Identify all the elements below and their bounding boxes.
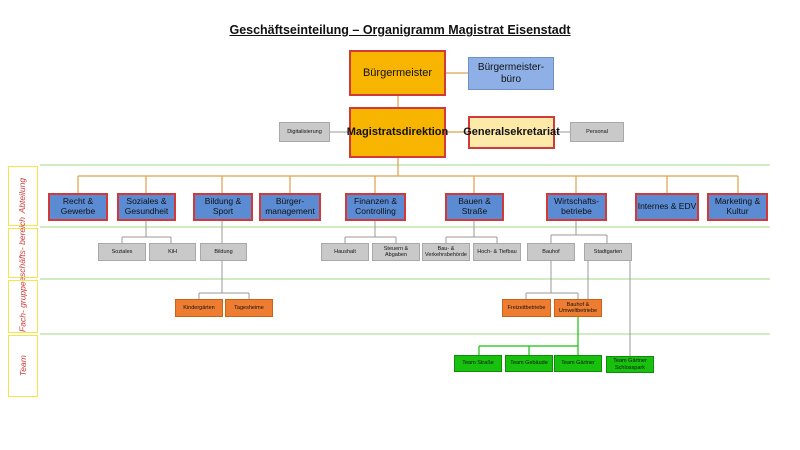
mayor-box: Bürgermeister (349, 50, 446, 96)
business-area-stadtgarten: Stadtgarten (584, 243, 632, 261)
team-gaertner: Team Gärtner (554, 355, 602, 372)
business-area-connectors (121, 131, 631, 356)
level-label-business-area: Geschäfts- bereich (8, 217, 38, 289)
business-area-bau-verkehrsbehoerde: Bau- & Verkehrsbehörde (422, 243, 470, 261)
general-secretariat-box: Generalsekretariat (463, 116, 560, 149)
team-gaertner-schlosspark: Team Gärtner Schlosspark (606, 356, 654, 373)
business-area-kih: KiH (149, 243, 196, 261)
department-internes-edv: Internes & EDV (635, 193, 699, 221)
department-marketing-kultur: Marketing & Kultur (707, 193, 768, 221)
department-recht-gewerbe: Recht & Gewerbe (48, 193, 108, 221)
business-area-haushalt: Haushalt (321, 243, 369, 261)
department-buergermanagement: Bürger- management (259, 193, 321, 221)
mayor-office-box: Bürgermeister- büro (468, 57, 554, 90)
directorate-box: Magistratsdirektion (347, 107, 448, 158)
level-dividers (40, 164, 770, 335)
team-connectors (478, 317, 579, 355)
team-strasse: Team Straße (454, 355, 502, 372)
level-label-team: Team (8, 335, 38, 397)
specialist-group-freizeitbetriebe: Freizeitbetriebe (502, 299, 551, 317)
business-area-bildung: Bildung (200, 243, 247, 261)
level-label-department: Abteilung (8, 166, 38, 226)
leadership-connectors (77, 72, 739, 193)
specialist-group-bauhof-umweltbetriebe: Bauhof & Umweltbetriebe (554, 299, 602, 317)
specialist-group-kindergaerten: Kindergärten (175, 299, 223, 317)
digitalisation-box: Digitalisierung (279, 122, 330, 142)
department-bauen-strasse: Bauen & Straße (445, 193, 504, 221)
personnel-box: Personal (570, 122, 624, 142)
specialist-group-tagesheime: Tagesheime (225, 299, 273, 317)
business-area-bauhof: Bauhof (527, 243, 575, 261)
department-bildung-sport: Bildung & Sport (193, 193, 253, 221)
business-area-steuern-abgaben: Steuern & Abgaben (372, 243, 420, 261)
chart-title: Geschäftseinteilung – Organigramm Magist… (229, 23, 571, 37)
department-wirtschaftsbetriebe: Wirtschafts- betriebe (546, 193, 607, 221)
business-area-soziales: Soziales (98, 243, 146, 261)
department-finanzen-controlling: Finanzen & Controlling (345, 193, 406, 221)
department-soziales-gesundheit: Soziales & Gesundheit (117, 193, 176, 221)
business-area-hoch-tiefbau: Hoch- & Tiefbau (473, 243, 521, 261)
team-gebaeude: Team Gebäude (505, 355, 553, 372)
level-label-specialist-group: Fach- gruppe (8, 280, 38, 333)
